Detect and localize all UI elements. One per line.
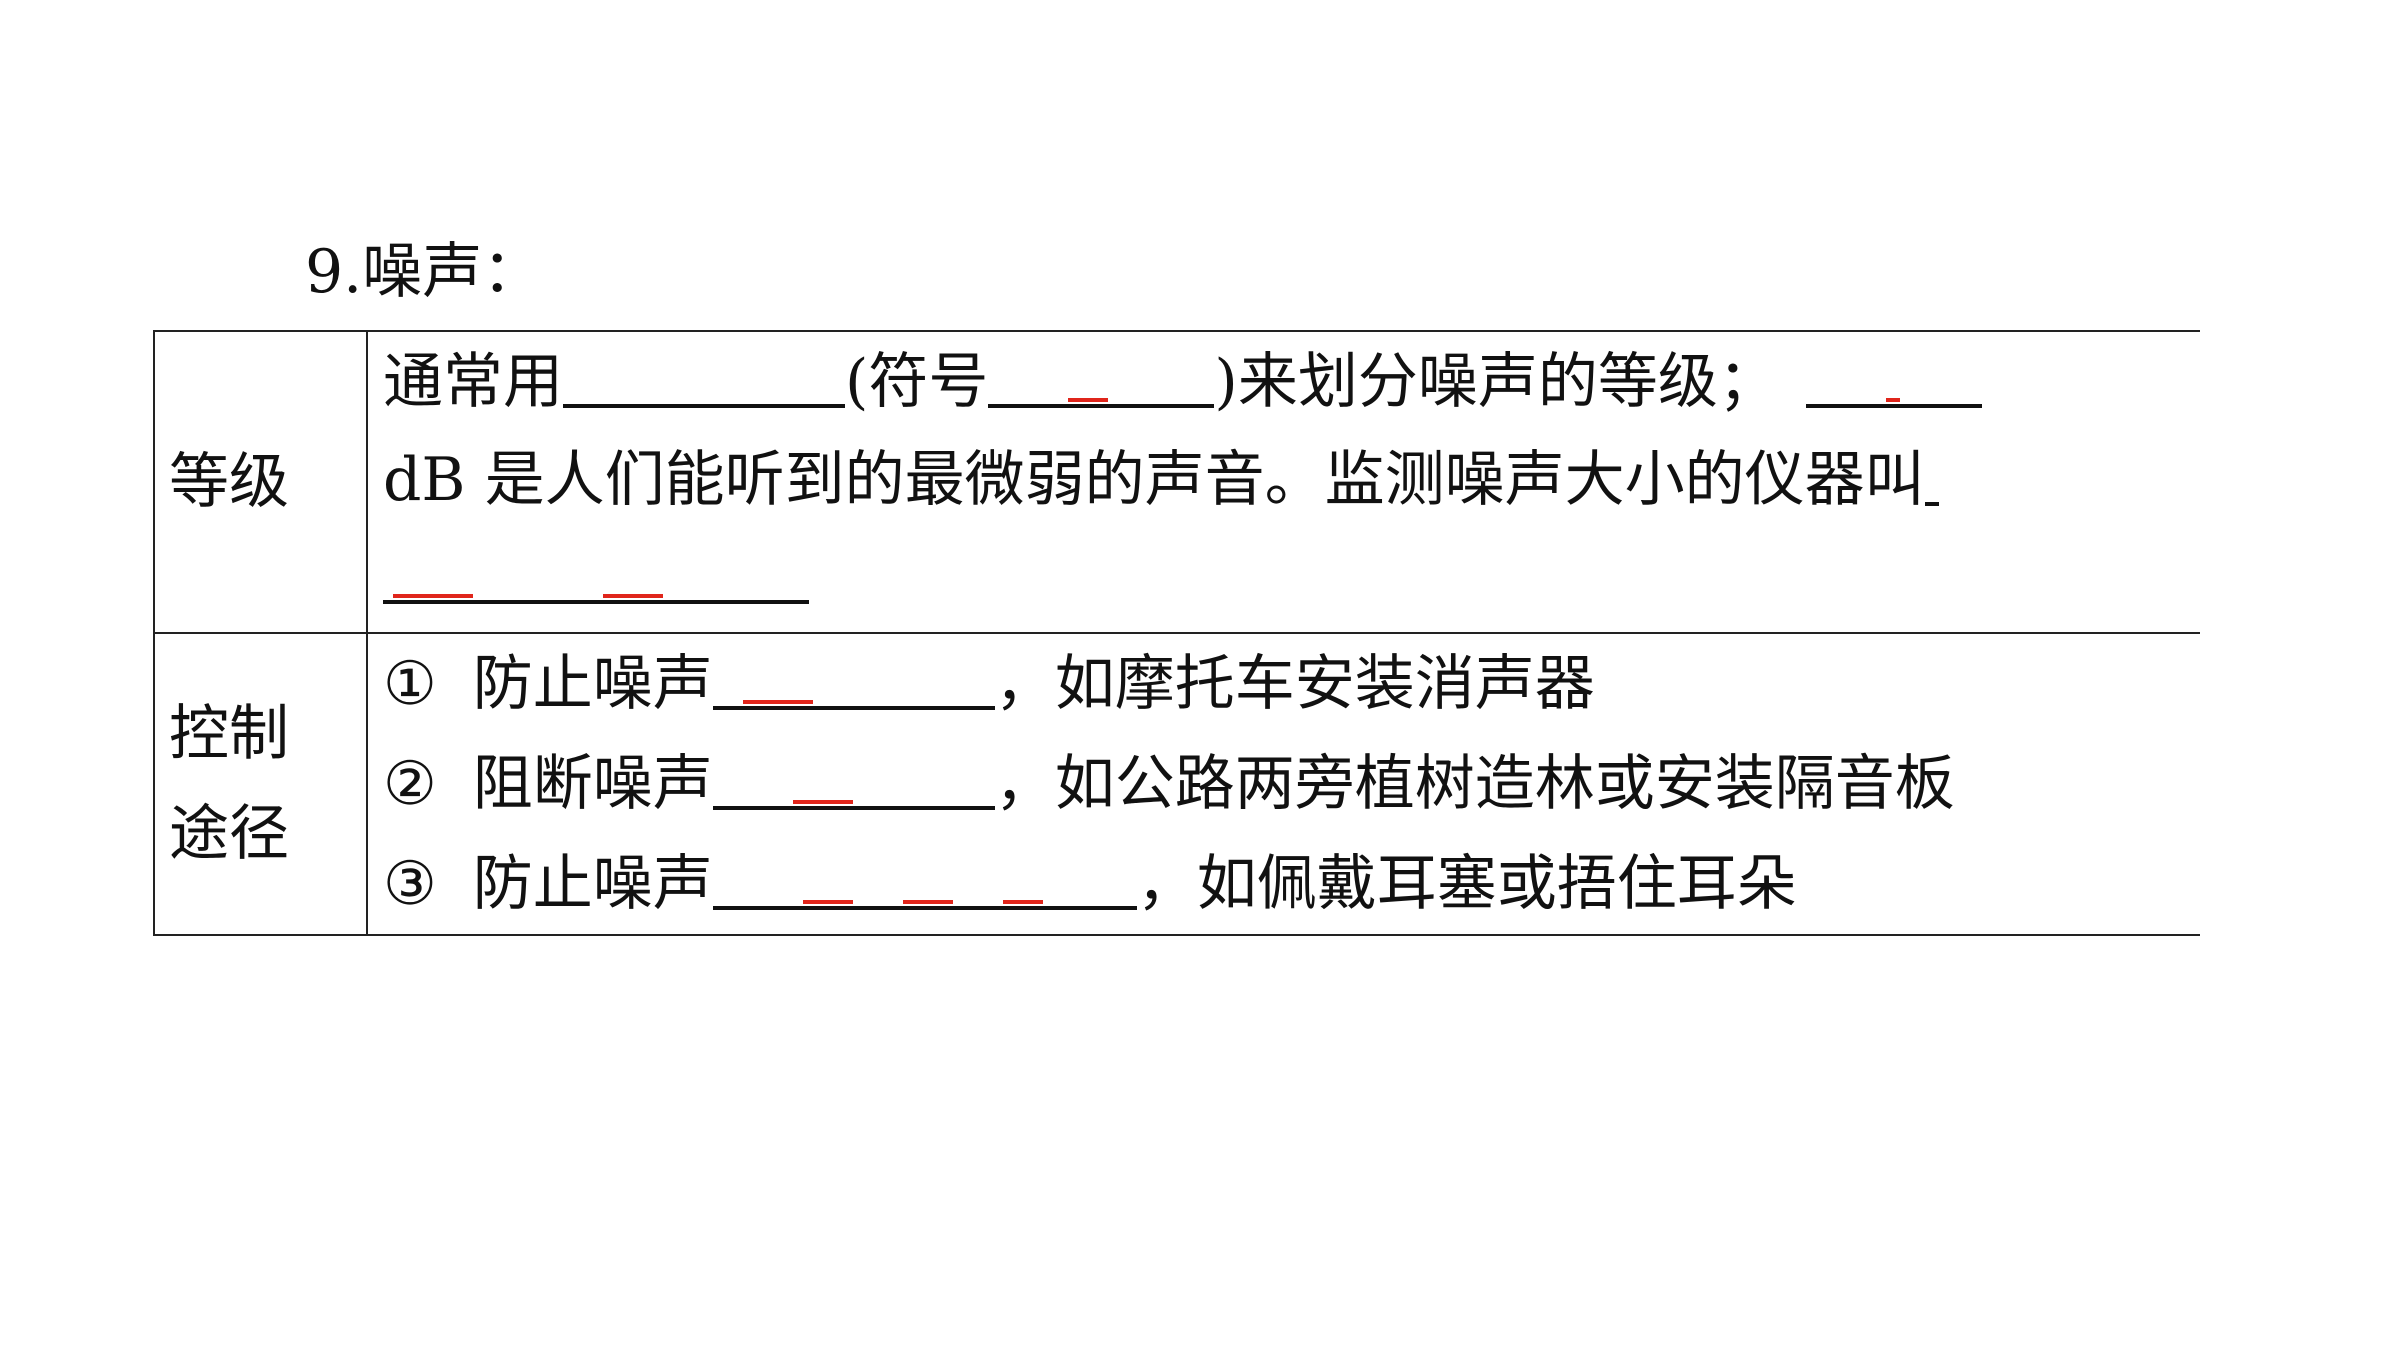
grade-blank-threshold[interactable] — [1805, 332, 1982, 408]
grade-blank-instrument[interactable] — [383, 528, 809, 604]
item2-marker: ② — [383, 749, 437, 819]
grade-label: 等级 — [169, 447, 289, 517]
red-answer-trace — [603, 594, 663, 598]
control-label-line2: 途径 — [169, 799, 289, 869]
grade-blank-instrument-start[interactable] — [1924, 430, 1939, 506]
red-answer-trace — [393, 594, 473, 598]
red-answer-trace — [742, 700, 813, 704]
noise-table: 等级 通常用 (符号 )来划分噪声的等级； dB 是人们能听到的最微弱的声音。监测噪… — [153, 330, 2200, 936]
grade-line2-text: dB 是人们能听到的最微弱的声音。监测噪声大小的仪器叫 — [383, 445, 1925, 515]
item2-suffix: ，如公路两旁植树造林或安装隔音板 — [994, 749, 1955, 819]
red-answer-trace — [802, 900, 853, 904]
red-answer-trace — [902, 900, 953, 904]
item3-blank[interactable] — [712, 834, 1137, 910]
red-answer-trace — [792, 800, 853, 804]
grade-line1-text-c: )来划分噪声的等级； — [1214, 347, 1778, 417]
control-item-3: ③ 防止噪声 ，如佩戴耳塞或捂住耳朵 — [383, 834, 1797, 934]
control-row: 控制 途径 ① 防止噪声 ，如摩托车安装消声器 ② 阻断噪声 ，如公路两旁植树造林或安装… — [155, 634, 2200, 936]
grade-line1-text-a: 通常用 — [383, 347, 563, 417]
control-label-cell: 控制 途径 — [155, 634, 368, 936]
grade-label-cell: 等级 — [155, 332, 368, 632]
grade-line-2: dB 是人们能听到的最微弱的声音。监测噪声大小的仪器叫 — [383, 430, 1939, 530]
item3-marker: ③ — [383, 849, 437, 919]
item1-marker: ① — [383, 649, 437, 719]
grade-line-1: 通常用 (符号 )来划分噪声的等级； — [383, 332, 1982, 432]
grade-blank-symbol[interactable] — [988, 332, 1215, 408]
item1-suffix: ，如摩托车安装消声器 — [994, 649, 1595, 719]
item1-prefix: 防止噪声 — [472, 649, 713, 719]
red-answer-trace — [1885, 398, 1900, 402]
item3-prefix: 防止噪声 — [472, 849, 713, 919]
item1-blank[interactable] — [712, 634, 995, 710]
grade-blank-unit[interactable] — [563, 332, 845, 408]
item2-blank[interactable] — [712, 734, 995, 810]
red-answer-trace — [1002, 900, 1043, 904]
control-item-2: ② 阻断噪声 ，如公路两旁植树造林或安装隔音板 — [383, 734, 1955, 834]
red-answer-trace — [1068, 398, 1109, 402]
question-title: 9.噪声： — [305, 237, 543, 307]
grade-row: 等级 通常用 (符号 )来划分噪声的等级； dB 是人们能听到的最微弱的声音。监测噪… — [155, 332, 2200, 634]
grade-line-3 — [383, 528, 809, 628]
control-item-1: ① 防止噪声 ，如摩托车安装消声器 — [383, 634, 1595, 734]
item3-suffix: ，如佩戴耳塞或捂住耳朵 — [1136, 849, 1797, 919]
control-label-line1: 控制 — [169, 699, 289, 769]
item2-prefix: 阻断噪声 — [472, 749, 713, 819]
grade-line1-text-b: (符号 — [845, 347, 989, 417]
